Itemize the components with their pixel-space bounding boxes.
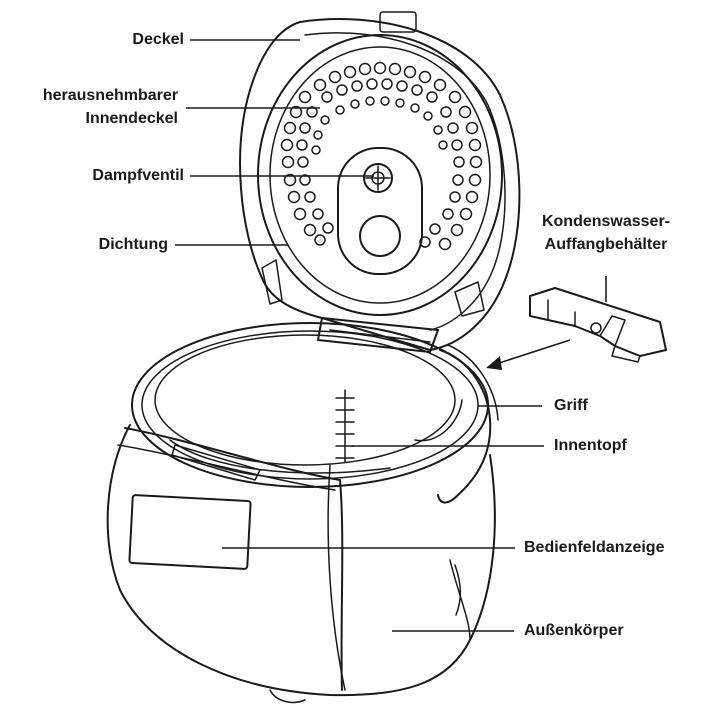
label-innendeckel-line1: herausnehmbarer — [0, 86, 178, 106]
label-innendeckel-line2: Innendeckel — [0, 109, 178, 129]
label-aussenkoerper: Außenkörper — [524, 621, 624, 641]
display-screen — [129, 495, 250, 569]
label-dampfventil: Dampfventil — [20, 166, 184, 186]
label-griff: Griff — [554, 396, 588, 416]
control-panel — [118, 428, 342, 690]
steam-holes — [282, 63, 482, 250]
label-innentopf: Innentopf — [554, 436, 627, 456]
condensation-collector — [530, 288, 666, 362]
label-bedienfeld: Bedienfeldanzeige — [524, 538, 664, 558]
label-kondens-line1: Kondenswasser- — [526, 212, 686, 232]
inner-lid — [258, 35, 502, 315]
label-kondens-line2: Auffangbehälter — [526, 235, 686, 255]
label-deckel: Deckel — [80, 30, 184, 50]
leader-collector-arrow — [490, 340, 570, 366]
outer-body — [108, 425, 495, 702]
label-dichtung: Dichtung — [20, 235, 168, 255]
inner-pot — [132, 323, 488, 487]
valve-knob — [360, 216, 400, 256]
arrow-head — [486, 356, 502, 370]
